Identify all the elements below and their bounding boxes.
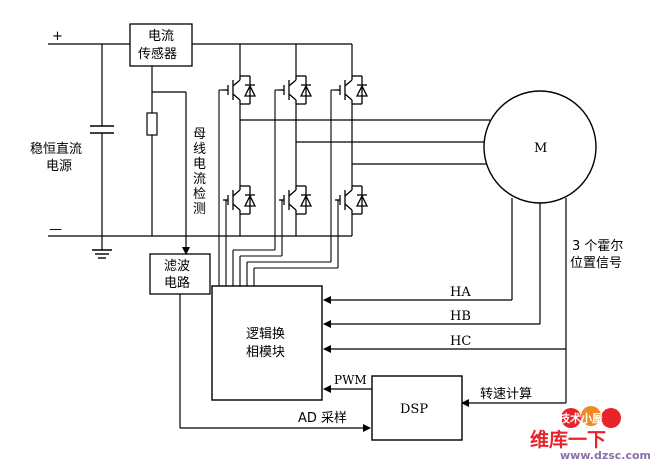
- logic-line2: 相模块: [246, 345, 285, 360]
- bus-current-detect-label: 母 线 电 流 检 测: [193, 127, 206, 217]
- inverter-bridge: [222, 70, 368, 215]
- dc-capacitor: [90, 44, 114, 236]
- supply-label-line2: 电源: [46, 159, 72, 174]
- site-watermark: 技术小屋 维库一下 www.dzsc.com: [530, 406, 650, 462]
- motor-label: M: [534, 141, 547, 156]
- bus-detect-char: 电: [193, 157, 206, 172]
- bus-detect-char: 测: [193, 202, 206, 217]
- positive-rail: [48, 43, 353, 70]
- filter-line2: 电路: [164, 275, 190, 291]
- ha-label: HA: [450, 285, 471, 300]
- bus-detect-char: 母: [193, 127, 206, 142]
- hall-signal-wires: [323, 198, 567, 407]
- logic-commutation-box: [211, 285, 323, 401]
- plus-sign: +: [52, 29, 63, 44]
- bus-detect-char: 线: [193, 142, 206, 157]
- logic-line1: 逻辑换: [246, 327, 285, 342]
- bus-detect-char: 流: [193, 172, 206, 187]
- phase-wires: [240, 119, 490, 165]
- hall-label-line2: 位置信号: [570, 256, 622, 271]
- ground-icon: [92, 236, 112, 259]
- current-sensor-line1: 电流: [148, 29, 174, 44]
- negative-rail: [48, 214, 353, 237]
- hall-label-line1: 3 个霍尔: [572, 239, 623, 254]
- watermark-site: 维库一下: [530, 428, 606, 451]
- minus-sign: —: [49, 222, 62, 237]
- hc-label: HC: [450, 334, 471, 349]
- pwm-label: PWM: [334, 373, 367, 387]
- speed-calc-label: 转速计算: [480, 387, 532, 402]
- watermark-badge: 技术小屋: [559, 411, 603, 425]
- gate-drive-wires: [218, 89, 339, 286]
- filter-line1: 滤波: [164, 259, 190, 274]
- dsp-box: [371, 375, 463, 441]
- watermark-url: www.dzsc.com: [560, 449, 650, 462]
- dsp-label: DSP: [400, 402, 428, 417]
- supply-label-line1: 稳恒直流: [30, 141, 82, 157]
- sensor-output-wires: [146, 66, 190, 255]
- hb-label: HB: [450, 309, 471, 324]
- ad-sampling-wire: [179, 294, 371, 432]
- current-sensor-line2: 传感器: [138, 46, 177, 62]
- bus-detect-char: 检: [193, 187, 206, 202]
- ad-sampling-label: AD 采样: [298, 411, 347, 426]
- current-sensor-box: [129, 23, 193, 67]
